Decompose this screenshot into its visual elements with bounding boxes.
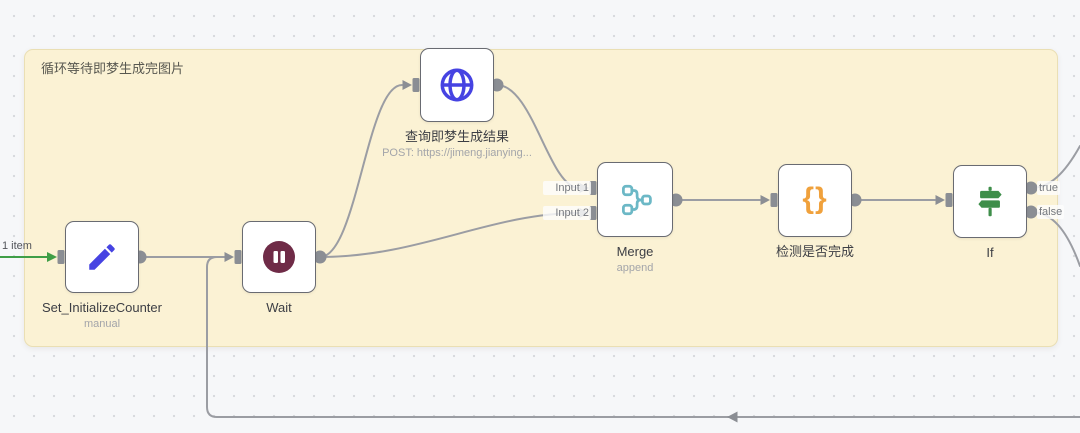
- edge-if-false[interactable]: [1030, 211, 1080, 267]
- braces-icon: {}: [802, 181, 828, 215]
- signpost-icon: [978, 186, 1002, 216]
- sticky-note[interactable]: 循环等待即梦生成完图片: [24, 49, 1058, 347]
- sticky-note-title: 循环等待即梦生成完图片: [41, 61, 185, 76]
- input-port-merge-1[interactable]: [589, 181, 597, 195]
- arrowhead-wait-input: [224, 252, 234, 262]
- input-port-set[interactable]: [57, 250, 65, 264]
- input-port-if[interactable]: [945, 193, 953, 207]
- node-merge[interactable]: [597, 162, 673, 237]
- input-port-check[interactable]: [770, 193, 778, 207]
- node-wait[interactable]: [242, 221, 316, 293]
- output-port-wait[interactable]: [313, 250, 327, 264]
- edge-wait-to-query[interactable]: [319, 84, 403, 258]
- arrowhead-if-input: [935, 195, 945, 205]
- output-port-if-false[interactable]: [1024, 205, 1038, 219]
- node-query-jimeng-result[interactable]: [420, 48, 494, 122]
- arrowhead-check-input: [760, 195, 770, 205]
- edge-query-to-merge1[interactable]: [496, 84, 580, 189]
- edge-wait-to-merge2[interactable]: [319, 212, 580, 258]
- node-set-initialize-counter[interactable]: [65, 221, 139, 293]
- globe-icon: [440, 68, 474, 102]
- incoming-items-label: 1 item: [2, 240, 32, 252]
- input-port-wait[interactable]: [234, 250, 242, 264]
- if-false-label: false: [1037, 205, 1065, 219]
- pause-icon: [263, 241, 295, 273]
- if-true-label: true: [1037, 181, 1060, 195]
- output-port-if-true[interactable]: [1024, 181, 1038, 195]
- node-check-if-complete[interactable]: {}: [778, 164, 852, 237]
- merge-input1-label: Input 1: [543, 181, 591, 195]
- merge-icon: [622, 184, 652, 215]
- arrowhead-incoming: [47, 252, 57, 262]
- edge-loopback-to-wait[interactable]: [206, 256, 1080, 418]
- input-port-merge-2[interactable]: [589, 206, 597, 220]
- arrowhead-loopback: [727, 411, 738, 423]
- input-port-query[interactable]: [412, 78, 420, 92]
- arrowhead-query-input: [402, 80, 412, 90]
- pencil-icon: [89, 244, 115, 270]
- node-if[interactable]: [953, 165, 1027, 238]
- merge-input2-label: Input 2: [543, 206, 591, 220]
